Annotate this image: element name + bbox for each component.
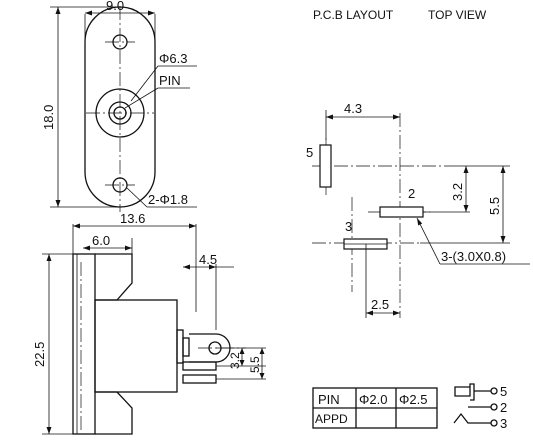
pad-label-3: 3 — [345, 219, 352, 234]
front-outline — [84, 6, 156, 208]
schematic-pin-2: 2 — [500, 400, 507, 415]
schematic-pin-5: 5 — [500, 384, 507, 399]
schematic-pin-3: 3 — [500, 416, 507, 431]
table-header-dia-25: Φ2.5 — [399, 392, 427, 407]
layout-dim-bottom: 2.5 — [371, 297, 389, 312]
schematic-jack-icon — [454, 383, 475, 401]
bottom-pin-b — [182, 374, 217, 384]
table-row-appd: APPD — [315, 412, 348, 426]
pcb-layout: 4.3 5 2 3 3.2 5.5 3-(3.0X0.8) 2.5 — [306, 101, 530, 318]
pin-offset-dim: 4.5 — [199, 252, 217, 267]
pad-label-5: 5 — [306, 145, 313, 160]
side-inner-width-dim: 6.0 — [92, 233, 110, 248]
side-width-dim: 13.6 — [120, 211, 145, 226]
pad-label-2: 2 — [408, 186, 415, 201]
front-view: 9.0 18.0 Φ6.3 PIN 2-Φ1.8 — [41, 0, 197, 212]
side-body — [95, 253, 133, 301]
layout-dim-right-b: 5.5 — [487, 197, 502, 215]
pcb-layout-title: P.C.B LAYOUT — [313, 8, 394, 22]
table-header-pin: PIN — [318, 392, 340, 407]
layout-dim-top: 4.3 — [344, 101, 362, 116]
pad-size-label: 3-(3.0X0.8) — [441, 249, 506, 264]
pin-label: PIN — [159, 73, 181, 88]
top-view-title: TOP VIEW — [428, 8, 487, 22]
pin-dim-a: 3.2 — [228, 352, 242, 369]
schematic-symbol: 5 2 3 — [453, 383, 507, 431]
pin-dim-b: 5.5 — [248, 356, 262, 373]
mount-holes-label: 2-Φ1.8 — [148, 192, 188, 207]
pin-table: PIN Φ2.0 Φ2.5 APPD — [312, 387, 438, 429]
pad-5 — [319, 144, 332, 188]
bottom-pin-a — [182, 361, 217, 371]
hole-dia-label: Φ6.3 — [159, 51, 187, 66]
front-width-dim: 9.0 — [106, 0, 124, 13]
side-view: 13.6 6.0 4.5 3.2 5 — [32, 211, 266, 435]
side-height-dim: 22.5 — [32, 342, 47, 367]
front-height-dim: 18.0 — [41, 105, 56, 130]
side-body-middle — [94, 299, 178, 393]
pad-2 — [379, 206, 424, 218]
layout-dim-right-a: 3.2 — [450, 183, 465, 201]
side-flange — [72, 253, 96, 435]
table-header-dia-2: Φ2.0 — [359, 392, 387, 407]
